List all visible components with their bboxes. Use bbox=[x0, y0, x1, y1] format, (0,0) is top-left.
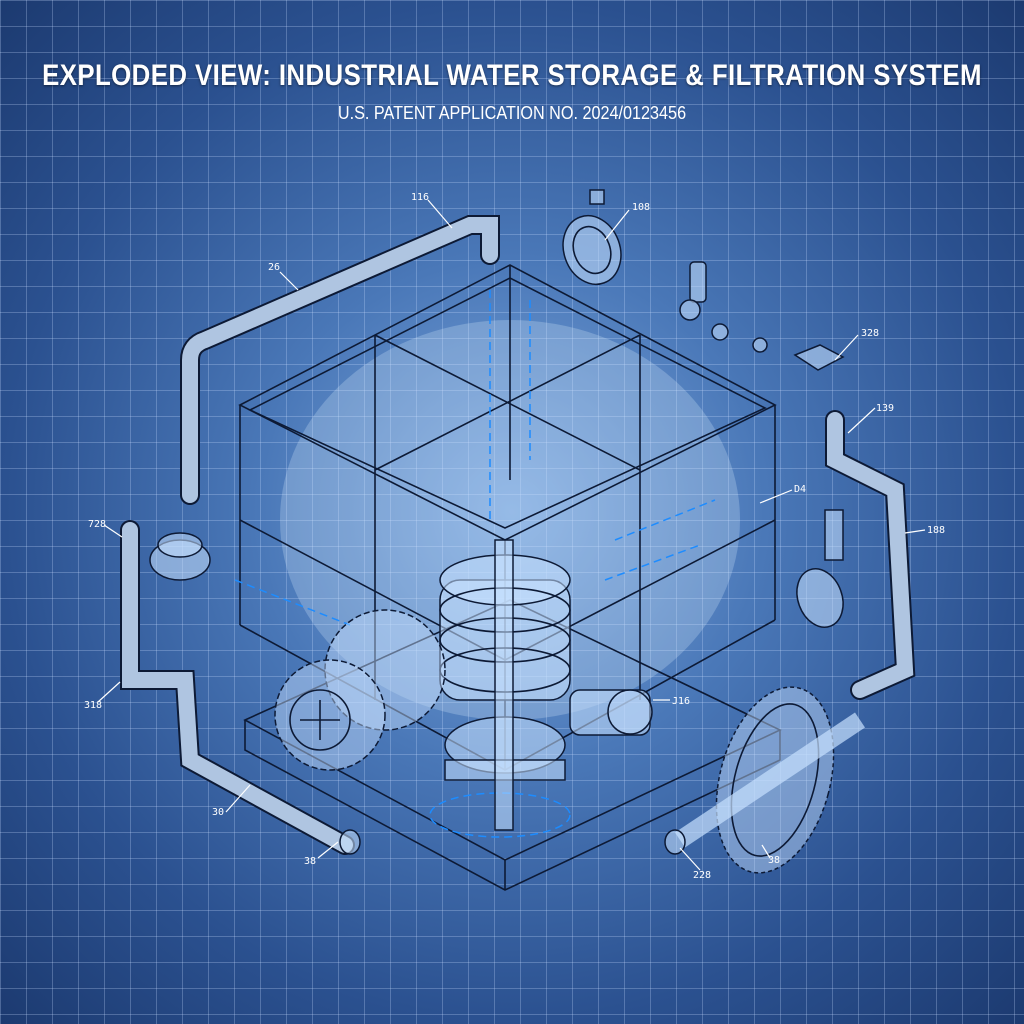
callout-38-left: 38 bbox=[304, 856, 316, 867]
callout-188: 188 bbox=[927, 525, 945, 536]
base-plate bbox=[243, 599, 782, 891]
callout-139: 139 bbox=[876, 403, 894, 414]
ring-gear-right bbox=[664, 686, 865, 874]
patent-number: U.S. PATENT APPLICATION NO. 2024/0123456 bbox=[337, 103, 687, 123]
flange-components bbox=[562, 189, 845, 628]
callout-labels: 116 108 26 328 139 D4 188 728 318 30 38 … bbox=[84, 192, 945, 881]
callout-116: 116 bbox=[411, 192, 429, 203]
callout-26: 26 bbox=[268, 262, 280, 273]
callout-318: 318 bbox=[84, 700, 102, 711]
callout-228: 228 bbox=[693, 870, 711, 881]
callout-38-right: 38 bbox=[768, 855, 780, 866]
pump-motor bbox=[569, 689, 653, 736]
filter-disk-stack bbox=[439, 539, 571, 831]
tank-frame bbox=[238, 264, 777, 771]
callout-108: 108 bbox=[632, 202, 650, 213]
flow-lines bbox=[234, 290, 716, 838]
callout-D4: D4 bbox=[794, 484, 806, 495]
diagram-title: EXPLODED VIEW: INDUSTRIAL WATER STORAGE … bbox=[42, 59, 982, 92]
callout-328: 328 bbox=[861, 328, 879, 339]
gear-assembly-left bbox=[274, 609, 446, 771]
pipe-network bbox=[120, 215, 916, 855]
callout-30: 30 bbox=[212, 807, 224, 818]
callout-J16: J16 bbox=[672, 696, 690, 707]
callout-728: 728 bbox=[88, 519, 106, 530]
